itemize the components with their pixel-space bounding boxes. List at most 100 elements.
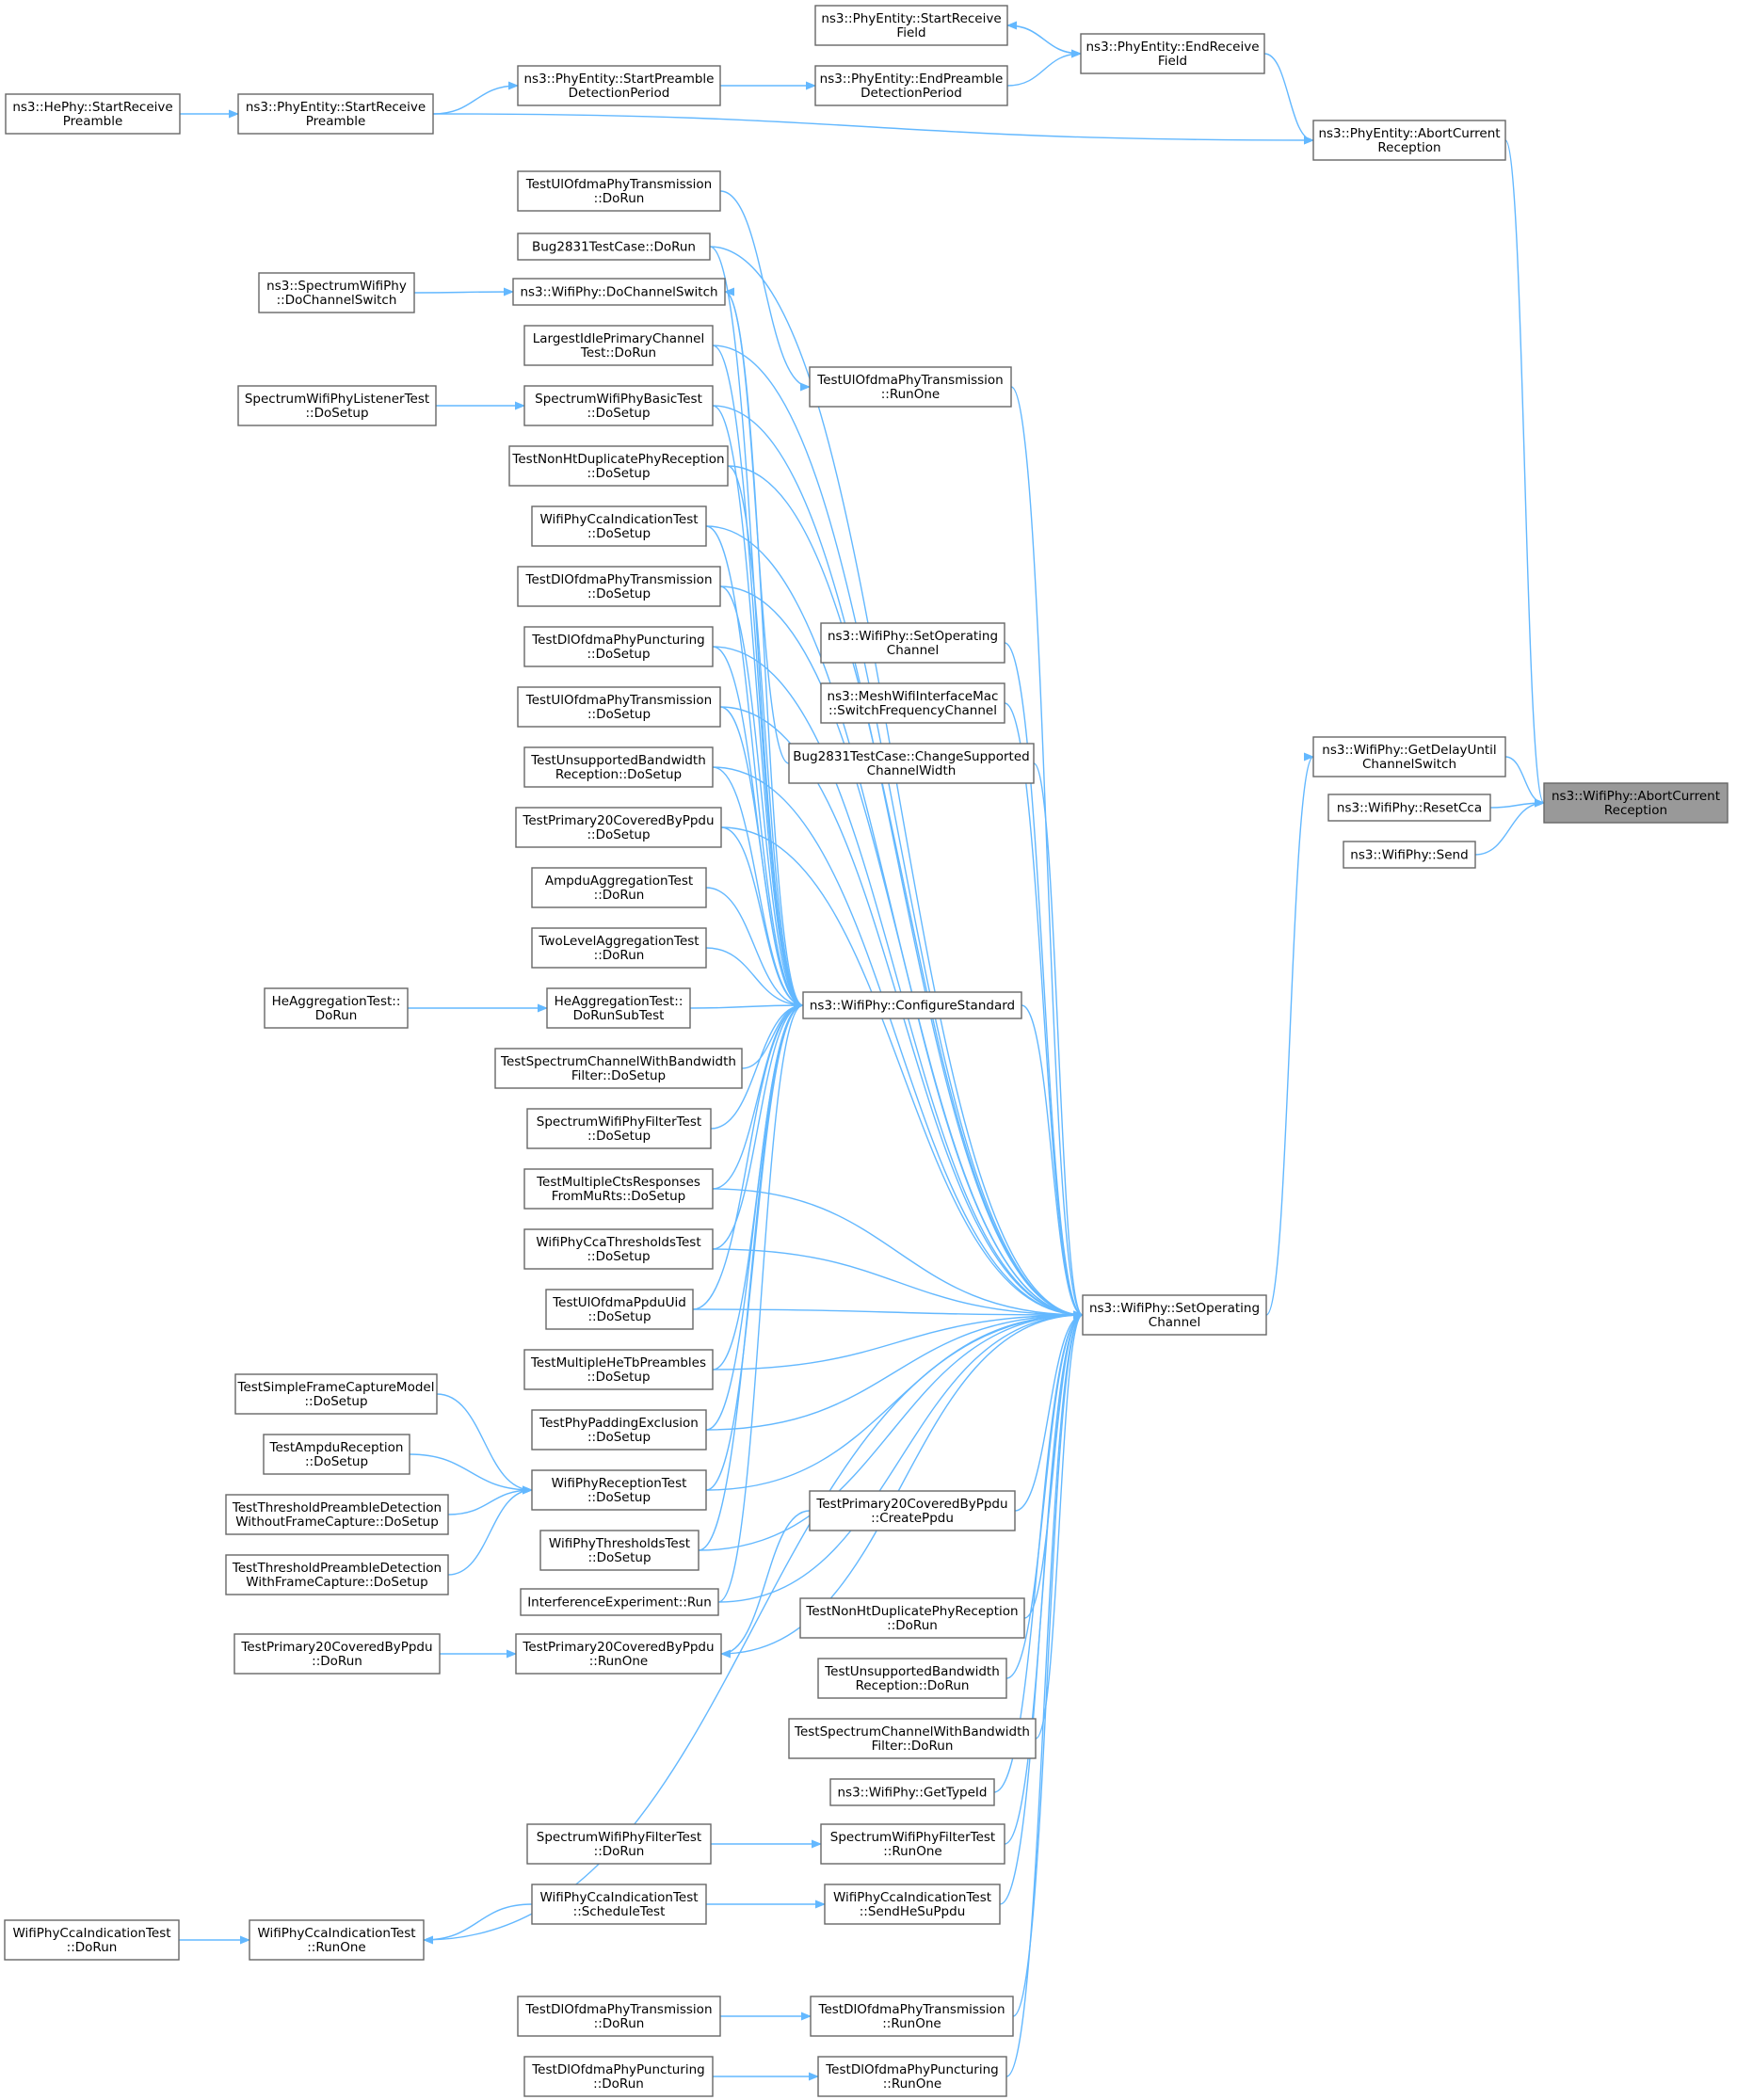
graph-node-wp-resetcca[interactable]: ns3::WifiPhy::ResetCca [1327, 794, 1491, 822]
node-box [515, 1633, 722, 1675]
graph-node-wpthr-setup[interactable]: WifiPhyThresholdsTest::DoSetup [539, 1530, 700, 1571]
graph-node-dlofdma-setup[interactable]: TestDlOfdmaPhyTransmission::DoSetup [517, 566, 721, 607]
node-box [526, 1823, 712, 1865]
graph-node-swplistener-setup[interactable]: SpectrumWifiPhyListenerTest::DoSetup [237, 385, 437, 426]
graph-node-ccaind-setup[interactable]: WifiPhyCcaIndicationTest::DoSetup [531, 505, 707, 547]
node-box [249, 1919, 425, 1961]
graph-node-interf-run[interactable]: InterferenceExperiment::Run [520, 1588, 719, 1616]
call-edge-nonht_setup-to-wp_setop [727, 465, 1085, 1320]
node-label: ::DoSetup [305, 406, 368, 421]
graph-node-ccaind-runone[interactable]: WifiPhyCcaIndicationTest::RunOne [249, 1919, 425, 1961]
graph-node-dlofdma-runone[interactable]: TestDlOfdmaPhyTransmission::RunOne [810, 1996, 1014, 2037]
node-label: ::DoSetup [587, 406, 650, 421]
node-label: ::SendHeSuPpdu [860, 1904, 966, 1919]
graph-node-ulofdma-setup[interactable]: TestUlOfdmaPhyTransmission::DoSetup [517, 686, 721, 728]
graph-node-multicts-setup[interactable]: TestMultipleCtsResponsesFromMuRts::DoSet… [523, 1168, 714, 1210]
graph-node-wp-dochsw[interactable]: ns3::WifiPhy::DoChannelSwitch [512, 278, 726, 306]
call-edge-dlofdma_setup-to-wp_configstd [719, 585, 805, 1010]
node-label: TestPrimary20CoveredByPpdu [522, 813, 714, 828]
graph-node-wp-send[interactable]: ns3::WifiPhy::Send [1343, 841, 1476, 869]
graph-node-dlpunct-runone[interactable]: TestDlOfdmaPhyPuncturing::RunOne [817, 2056, 1007, 2097]
node-box [526, 1108, 712, 1149]
graph-node-scbwf-dorun[interactable]: TestSpectrumChannelWithBandwidthFilter::… [788, 1718, 1037, 1759]
graph-node-swpfilter-runone[interactable]: SpectrumWifiPhyFilterTest::RunOne [820, 1823, 1005, 1865]
graph-node-swpbasic-setup[interactable]: SpectrumWifiPhyBasicTest::DoSetup [523, 385, 714, 426]
call-edge-multicts_setup-to-wp_configstd [712, 1001, 805, 1190]
graph-node-swpfilter-setup[interactable]: SpectrumWifiPhyFilterTest::DoSetup [526, 1108, 712, 1149]
node-label: Reception::DoRun [856, 1678, 970, 1693]
graph-node-ulppduuid-setup[interactable]: TestUlOfdmaPpduUid::DoSetup [545, 1289, 694, 1330]
node-label: DetectionPeriod [860, 86, 962, 101]
graph-node-phypad-setup[interactable]: TestPhyPaddingExclusion::DoSetup [531, 1409, 707, 1451]
node-label: TestMultipleCtsResponses [536, 1175, 700, 1190]
graph-node-nonht-setup[interactable]: TestNonHtDuplicatePhyReception::DoSetup [508, 445, 729, 487]
graph-node-sfcm-setup[interactable]: TestSimpleFrameCaptureModel::DoSetup [234, 1373, 438, 1415]
node-box [517, 232, 711, 261]
graph-node-unsupbw-setup[interactable]: TestUnsupportedBandwidthReception::DoSet… [523, 746, 714, 788]
graph-node-swp-dochsw[interactable]: ns3::SpectrumWifiPhy::DoChannelSwitch [258, 272, 415, 313]
call-edge-pe_endpre-to-pe_endrecv [1006, 49, 1083, 87]
graph-node-p20-dorun[interactable]: TestPrimary20CoveredByPpdu::DoRun [233, 1633, 441, 1675]
graph-node-ccaind-sendhesu[interactable]: WifiPhyCcaIndicationTest::SendHeSuPpdu [824, 1884, 1001, 1925]
graph-node-heagg-dorun[interactable]: HeAggregationTest::DoRun [264, 987, 409, 1029]
graph-node-pe-endpre[interactable]: ns3::PhyEntity::EndPreambleDetectionPeri… [814, 65, 1008, 106]
graph-node-p20-runone[interactable]: TestPrimary20CoveredByPpdu::RunOne [515, 1633, 722, 1675]
graph-node-pe-startpre[interactable]: ns3::PhyEntity::StartPreambleDetectionPe… [517, 65, 721, 106]
graph-node-ccaind-dorun[interactable]: WifiPhyCcaIndicationTest::DoRun [4, 1919, 180, 1961]
graph-node-ccaind-sched[interactable]: WifiPhyCcaIndicationTest::ScheduleTest [531, 1884, 707, 1925]
node-label: DoRun [315, 1008, 358, 1023]
node-label: TestUnsupportedBandwidth [824, 1664, 1000, 1679]
graph-node-tpdw-setup[interactable]: TestThresholdPreambleDetectionWithFrameC… [225, 1554, 449, 1595]
graph-node-ul-runone[interactable]: TestUlOfdmaPhyTransmission::RunOne [809, 366, 1012, 408]
graph-node-p20-createppdu[interactable]: TestPrimary20CoveredByPpdu::CreatePpdu [809, 1490, 1016, 1531]
graph-node-mesh-switch[interactable]: ns3::MeshWifiInterfaceMac::SwitchFrequen… [820, 682, 1005, 724]
node-box [523, 325, 714, 366]
node-label: WifiPhyCcaIndicationTest [12, 1926, 170, 1941]
node-box [809, 366, 1012, 408]
node-label: ::RunOne [882, 2016, 941, 2031]
node-label: ns3::SpectrumWifiPhy [266, 279, 407, 294]
graph-node-tpdwo-setup[interactable]: TestThresholdPreambleDetectionWithoutFra… [225, 1494, 449, 1535]
graph-node-wp-configstd[interactable]: ns3::WifiPhy::ConfigureStandard [802, 991, 1022, 1019]
graph-node-bug-change[interactable]: Bug2831TestCase::ChangeSupportedChannelW… [788, 743, 1035, 784]
call-edge-pe_startrecvpre-to-pe_abort [432, 113, 1315, 145]
graph-node-twolevel-dorun[interactable]: TwoLevelAggregationTest::DoRun [531, 927, 707, 969]
node-box [824, 1884, 1001, 1925]
node-box [1327, 794, 1491, 822]
graph-node-bug-dorun[interactable]: Bug2831TestCase::DoRun [517, 232, 711, 261]
graph-node-scbwf-setup[interactable]: TestSpectrumChannelWithBandwidthFilter::… [494, 1048, 743, 1089]
graph-node-ul-dorun[interactable]: TestUlOfdmaPhyTransmission::DoRun [517, 170, 721, 212]
graph-node-dlofdma-dorun[interactable]: TestDlOfdmaPhyTransmission::DoRun [517, 1996, 721, 2037]
graph-node-ampdu-dorun[interactable]: AmpduAggregationTest::DoRun [531, 867, 707, 908]
node-label: ::RunOne [307, 1940, 365, 1955]
graph-node-multihetb-setup[interactable]: TestMultipleHeTbPreambles::DoSetup [523, 1349, 714, 1390]
call-edge-wpthr_setup-to-wp_setop [698, 1310, 1085, 1551]
graph-node-nonht-dorun[interactable]: TestNonHtDuplicatePhyReception::DoRun [799, 1597, 1025, 1639]
graph-node-dlpunct-setup[interactable]: TestDlOfdmaPhyPuncturing::DoSetup [523, 626, 714, 667]
graph-node-swpfilter-dorun[interactable]: SpectrumWifiPhyFilterTest::DoRun [526, 1823, 712, 1865]
call-edge-ampdurecv_setup-to-wprecv_setup [409, 1453, 534, 1495]
node-box [531, 927, 707, 969]
graph-node-wprecv-setup[interactable]: WifiPhyReceptionTest::DoSetup [531, 1469, 707, 1511]
node-label: ns3::PhyEntity::EndPreamble [820, 72, 1004, 87]
graph-node-ampdurecv-setup[interactable]: TestAmpduReception::DoSetup [263, 1434, 410, 1475]
graph-node-ccathr-setup[interactable]: WifiPhyCcaThresholdsTest::DoSetup [523, 1228, 714, 1270]
call-edge-sfcm_setup-to-wprecv_setup [436, 1393, 534, 1495]
graph-node-dlpunct-dorun[interactable]: TestDlOfdmaPhyPuncturing::DoRun [523, 2056, 714, 2097]
graph-node-wp-gettypeid[interactable]: ns3::WifiPhy::GetTypeId [829, 1778, 995, 1806]
graph-node-heagg-dorunsub[interactable]: HeAggregationTest::DoRunSubTest [546, 987, 691, 1029]
node-box [799, 1597, 1025, 1639]
graph-node-p20-setup[interactable]: TestPrimary20CoveredByPpdu::DoSetup [515, 807, 722, 848]
